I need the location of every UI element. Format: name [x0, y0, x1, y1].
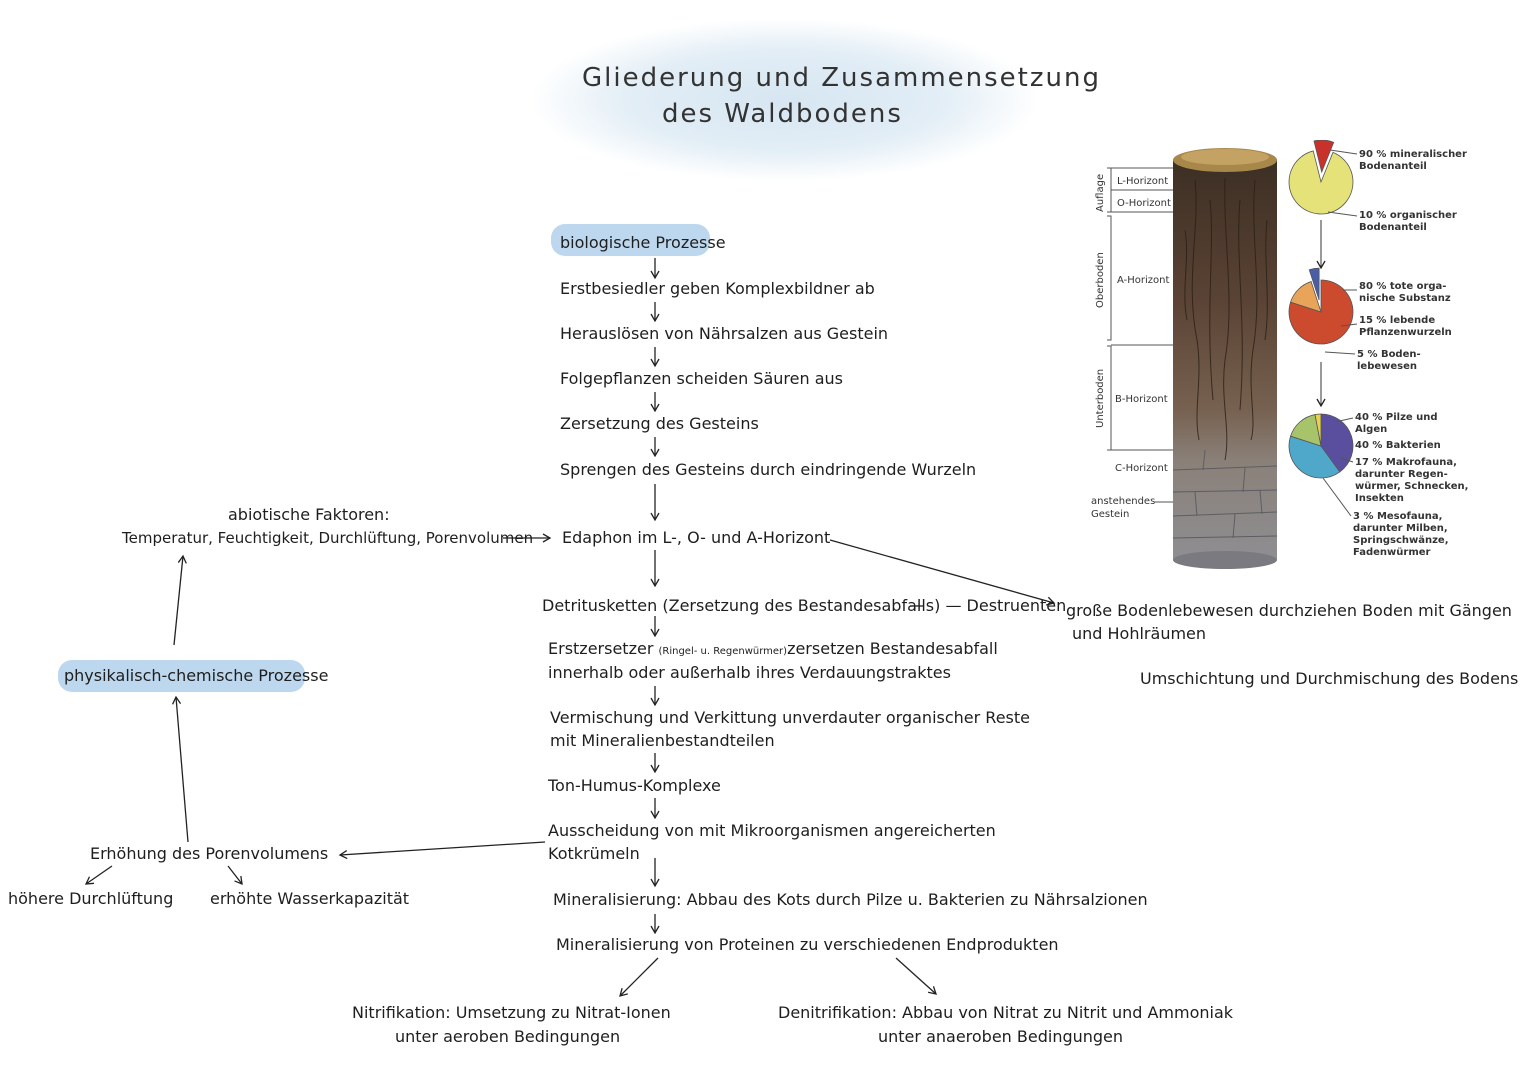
pie3-label-pilze-2: Algen — [1355, 424, 1387, 435]
pie3-label-meso-4: Fadenwürmer — [1353, 547, 1431, 558]
pie2-slice-1 — [1290, 281, 1322, 313]
pie3-label-makro-2: darunter Regen- — [1355, 469, 1448, 480]
node-edaphon: Edaphon im L-, O- und A-Horizont — [562, 528, 831, 547]
roots — [1184, 177, 1268, 461]
pie2-label-lebewesen-1: 5 % Boden- — [1357, 349, 1421, 360]
pie1-label-organisch-2: Bodenanteil — [1359, 222, 1427, 233]
group-auflage: Auflage — [1095, 174, 1106, 212]
node-ton-humus: Ton-Humus-Komplexe — [548, 776, 721, 795]
node-hoehere-durchlueftung: höhere Durchlüftung — [8, 889, 174, 908]
erstzersetzer-b: zersetzen Bestandesabfall — [787, 639, 998, 658]
pie1-labels: 90 % mineralischer Bodenanteil 10 % orga… — [1327, 149, 1467, 233]
node-grosse-bodenlebewesen-line2: und Hohlräumen — [1072, 624, 1207, 643]
page-title-line2: des Waldbodens — [662, 99, 903, 129]
horizon-o: O-Horizont — [1117, 198, 1171, 209]
node-erstzersetzer-line1: Erstzersetzer (Ringel- u. Regenwürmer)ze… — [548, 638, 998, 663]
label-physikalisch-chemisch: physikalisch-chemische Prozesse — [64, 666, 329, 685]
page-title-line1: Gliederung und Zusammensetzung — [582, 63, 1101, 93]
step-folgepflanzen: Folgepflanzen scheiden Säuren aus — [560, 369, 843, 388]
arrow-to-denitrifikation — [895, 957, 937, 995]
pie-chart-lebewesen — [1288, 413, 1354, 479]
node-mineralisierung-proteine: Mineralisierung von Proteinen zu verschi… — [556, 935, 1059, 954]
pie-chart-bodenanteil — [1288, 140, 1354, 215]
horizon-c: C-Horizont — [1115, 463, 1168, 474]
step-erstbesiedler: Erstbesiedler geben Komplexbildner ab — [560, 279, 875, 298]
node-umschichtung: Umschichtung und Durchmischung des Boden… — [1140, 669, 1519, 688]
pie3-label-pilze-1: 40 % Pilze und — [1355, 412, 1438, 423]
pie3-slice-0 — [1320, 413, 1354, 473]
arrow-erhoehung-physikalisch — [172, 695, 189, 843]
node-grosse-bodenlebewesen-line1: große Bodenlebewesen durchziehen Boden m… — [1066, 601, 1512, 620]
pie3-label-meso-2: darunter Milben, — [1353, 523, 1448, 534]
node-denitrifikation-line2: unter anaeroben Bedingungen — [878, 1027, 1124, 1046]
step-herausloesen: Herauslösen von Nährsalzen aus Gestein — [560, 324, 889, 343]
pie1-slice-1 — [1313, 140, 1335, 174]
node-vermischung-line1: Vermischung und Verkittung unverdauter o… — [550, 708, 1030, 727]
pie3-slice-3 — [1314, 413, 1322, 447]
pie3-label-meso-3: Springschwänze, — [1353, 535, 1449, 546]
arrow-physikalisch-abiotisch — [173, 554, 187, 646]
pie2-label-wurzeln-2: Pflanzenwurzeln — [1359, 327, 1452, 338]
soil-profile-figure: Auflage Oberboden Unterboden L-Horizont … — [1091, 140, 1468, 569]
node-erhoehte-wasserkapazitaet: erhöhte Wasserkapazität — [210, 889, 410, 908]
horizon-l: L-Horizont — [1117, 176, 1168, 187]
pie1-label-organisch-1: 10 % organischer — [1359, 210, 1457, 221]
highlight-biologische — [551, 224, 710, 256]
pie3-label-makro-1: 17 % Makrofauna, — [1355, 457, 1457, 468]
node-ausscheidung-line1: Ausscheidung von mit Mikroorganismen ang… — [548, 821, 996, 840]
erstzersetzer-small: (Ringel- u. Regenwürmer) — [658, 646, 788, 657]
horizon-a: A-Horizont — [1117, 275, 1169, 286]
arrow-edaphon-gross — [829, 539, 1056, 606]
bedrock-stones — [1172, 449, 1278, 539]
pie3-label-meso-1: 3 % Mesofauna, — [1353, 511, 1442, 522]
label-abiotische-liste: Temperatur, Feuchtigkeit, Durchlüftung, … — [122, 529, 534, 547]
group-unterboden: Unterboden — [1095, 369, 1106, 428]
arrow-to-durchlueftung — [84, 865, 113, 885]
node-erstzersetzer-line2: innerhalb oder außerhalb ihres Verdauung… — [548, 663, 951, 682]
label-abiotische-faktoren: abiotische Faktoren: — [228, 505, 390, 524]
gestein-line2: Gestein — [1091, 509, 1129, 520]
erstzersetzer-a: Erstzersetzer — [548, 639, 654, 658]
node-denitrifikation-line1: Denitrifikation: Abbau von Nitrat zu Nit… — [778, 1003, 1234, 1022]
pie2-label-wurzeln-1: 15 % lebende — [1359, 315, 1435, 326]
gestein-line1: anstehendes — [1091, 496, 1155, 507]
pie3-label-bakterien: 40 % Bakterien — [1355, 440, 1441, 451]
node-mineralisierung-kot: Mineralisierung: Abbau des Kots durch Pi… — [553, 890, 1148, 909]
step-sprengen: Sprengen des Gesteins durch eindringende… — [560, 460, 977, 479]
step-zersetzung: Zersetzung des Gesteins — [560, 414, 759, 433]
pie3-label-makro-3: würmer, Schnecken, — [1355, 481, 1468, 492]
node-vermischung-line2: mit Mineralienbestandteilen — [550, 731, 775, 750]
node-nitrifikation-line2: unter aeroben Bedingungen — [395, 1027, 621, 1046]
pie2-labels: 80 % tote orga- nische Substanz 15 % leb… — [1324, 281, 1452, 372]
pie2-label-tote-2: nische Substanz — [1359, 293, 1451, 304]
highlight-physikalisch — [58, 660, 305, 692]
pie3-slice-1 — [1288, 435, 1341, 479]
group-oberboden: Oberboden — [1095, 252, 1106, 308]
pie3-labels: 40 % Pilze und Algen 40 % Bakterien 17 %… — [1322, 412, 1468, 558]
pie1-label-mineral-2: Bodenanteil — [1359, 161, 1427, 172]
arrow-to-nitrifikation — [619, 957, 659, 997]
pie2-label-tote-1: 80 % tote orga- — [1359, 281, 1446, 292]
arrow-aus-erhoehung — [338, 841, 546, 860]
horizon-b: B-Horizont — [1115, 394, 1168, 405]
node-ausscheidung-line2: Kotkrümeln — [548, 844, 640, 863]
pie2-label-lebewesen-2: lebewesen — [1357, 361, 1417, 372]
node-detritusketten: Detritusketten (Zersetzung des Bestandes… — [542, 596, 1067, 615]
node-nitrifikation-line1: Nitrifikation: Umsetzung zu Nitrat-Ionen — [352, 1003, 671, 1022]
node-erhoehung-porenvolumen: Erhöhung des Porenvolumens — [90, 844, 329, 863]
pie1-slice-0 — [1288, 150, 1354, 215]
title-watercolor-wash — [535, 20, 1035, 180]
pie1-label-mineral-1: 90 % mineralischer — [1359, 149, 1467, 160]
arrow-to-wasser — [227, 865, 243, 886]
pie3-label-makro-4: Insekten — [1355, 493, 1404, 504]
label-biologische-prozesse: biologische Prozesse — [560, 233, 726, 252]
pie-chart-organisch — [1288, 267, 1354, 345]
